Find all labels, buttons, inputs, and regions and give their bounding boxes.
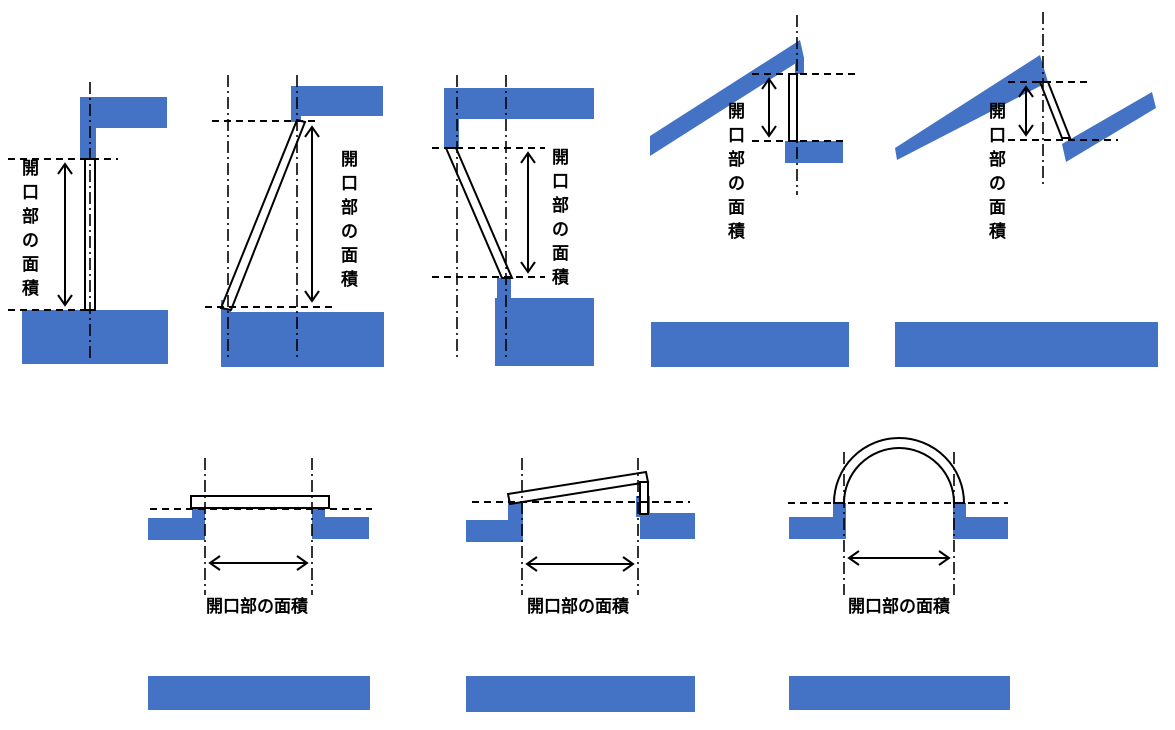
opening-area-label: 開口部の面積 <box>989 102 1007 242</box>
right-roof-slab <box>640 513 695 539</box>
right-roof-slab <box>953 517 1008 539</box>
floor-block <box>789 676 1010 710</box>
dimension-arrow <box>1018 85 1034 137</box>
opening-area-label: 開口部の面積 <box>728 102 746 242</box>
floor-block <box>651 322 849 367</box>
lower-wall-post <box>497 278 511 318</box>
dimension-arrow <box>520 151 536 274</box>
window-sash <box>444 147 514 279</box>
opening-area-label: 開口部の面積 <box>206 596 309 617</box>
floor-block <box>466 676 695 712</box>
left-roof-slab <box>148 518 205 540</box>
opening-area-label: 開口部の面積 <box>527 596 630 617</box>
upper-wall-post <box>291 86 301 122</box>
diagram-flat-skylight: 開口部の面積 <box>148 458 372 710</box>
dimension-arrow <box>847 550 951 566</box>
upper-wall-block <box>444 88 594 119</box>
diagram-dome-skylight: 開口部の面積 <box>788 437 1010 710</box>
right-curb <box>953 503 966 521</box>
lower-wall-block <box>221 312 384 367</box>
opening-area-label: 開口部の面積 <box>848 596 951 617</box>
skylight-glass <box>506 470 650 506</box>
dimension-arrow <box>304 125 320 303</box>
dimension-arrow <box>525 556 635 572</box>
window-sash <box>1038 81 1072 139</box>
left-roof-slab <box>789 517 846 539</box>
floor-block <box>895 322 1158 367</box>
left-curb <box>508 500 523 522</box>
floor-step <box>80 310 168 322</box>
dimension-arrow <box>208 555 309 571</box>
dimension-arrow <box>57 162 73 307</box>
diagram-tilted-out-window: 開口部の面積 <box>205 75 384 367</box>
window-sash <box>788 73 798 142</box>
diagram-roof-tilted-window: 開口部の面積 <box>895 12 1158 367</box>
label-glyph: 開 <box>22 159 39 179</box>
dimension-arrow <box>761 77 777 138</box>
upper-wall-post <box>80 97 96 159</box>
diagram-sloped-skylight: 開口部の面積 <box>466 458 695 712</box>
right-roof-slab <box>312 517 369 539</box>
skylight-glass <box>190 495 330 509</box>
lower-sloped-roof <box>1062 92 1156 162</box>
skylight-upright <box>639 481 649 515</box>
diagram-vertical-window: 開口部の面積 <box>8 82 168 364</box>
roof-peak-post <box>795 57 804 74</box>
opening-area-label: 開口部の面積 <box>552 148 570 288</box>
lower-roof-block <box>785 141 843 163</box>
diagram-tilted-in-window: 開口部の面積 <box>432 75 594 366</box>
lower-wall-block <box>495 298 594 366</box>
upper-wall-post <box>444 88 459 148</box>
floor-block <box>148 676 370 710</box>
opening-area-label: 開口部の面積 <box>22 159 40 299</box>
sloped-roof <box>650 40 804 156</box>
dome-glass <box>832 437 966 504</box>
window-sash <box>219 118 307 312</box>
left-roof-slab <box>466 520 523 542</box>
upper-wall-block <box>291 86 383 116</box>
diagram-roof-vertical-window: 開口部の面積 <box>650 15 855 367</box>
opening-area-label: 開口部の面積 <box>341 150 359 290</box>
left-curb <box>833 503 846 521</box>
